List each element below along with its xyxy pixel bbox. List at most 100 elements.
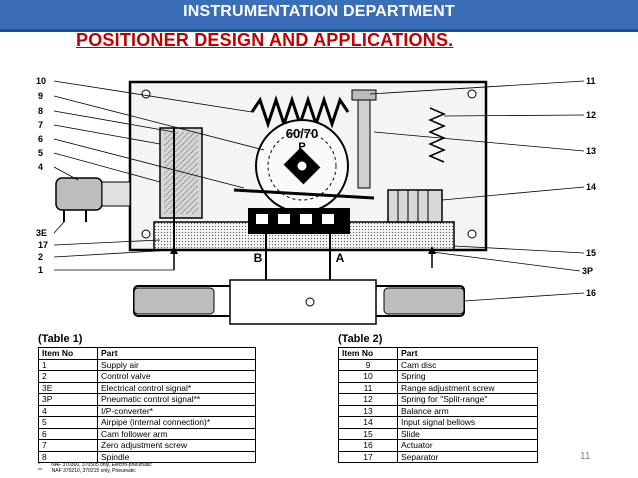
footnote-text: NAF 370300, 370505 only, Electro-pneumat…	[51, 462, 152, 468]
footnote: * NAF 370300, 370505 only, Electro-pneum…	[38, 462, 152, 468]
table1-item: 6	[38, 427, 98, 440]
callout-10: 10	[36, 76, 46, 86]
table1-part: Spindle	[97, 450, 256, 463]
callout-3p: 3P	[582, 266, 593, 276]
cam-disc: 60/70 P	[255, 119, 349, 213]
table1-part: Airpipe (internal connection)*	[97, 416, 256, 429]
table1-header-part: Part	[97, 347, 256, 360]
table1-item: 3E	[38, 381, 98, 394]
table1-header-row: Item No Part	[38, 347, 256, 360]
table2-item: 16	[338, 439, 398, 452]
positioner-diagram: 60/70 P B A	[36, 76, 596, 325]
table2-part: Cam disc	[397, 358, 538, 371]
title-banner: INSTRUMENTATION DEPARTMENT	[0, 0, 638, 32]
callout-9: 9	[38, 91, 43, 101]
table2-part: Balance arm	[397, 404, 538, 417]
dial-range-label: 60/70	[286, 126, 319, 141]
table2-item: 15	[338, 427, 398, 440]
input-bellows	[387, 189, 443, 223]
callout-1: 1	[38, 265, 43, 275]
footnotes: * NAF 370300, 370505 only, Electro-pneum…	[38, 462, 152, 474]
table1-item: 8	[38, 450, 98, 463]
table2-item: 12	[338, 393, 398, 406]
spindle-assembly	[159, 127, 203, 248]
table1-part: Pneumatic control signal**	[97, 393, 256, 406]
callout-3e: 3E	[36, 228, 47, 238]
footnote-mark: **	[38, 468, 42, 474]
table2-part: Separator	[397, 450, 538, 463]
table2-item: 13	[338, 404, 398, 417]
spring-12	[428, 107, 446, 163]
department-title: INSTRUMENTATION DEPARTMENT	[183, 3, 455, 20]
table1-title: (Table 1)	[38, 333, 83, 345]
footnote: ** NAF 370210, 370215 only, Pneumatic	[38, 468, 152, 474]
table1-part: Supply air	[97, 358, 256, 371]
port-b-label: B	[254, 251, 263, 265]
callout-15: 15	[586, 248, 596, 258]
table2-part: Range adjustment screw	[397, 381, 538, 394]
callout-5: 5	[38, 148, 43, 158]
callout-7: 7	[38, 120, 43, 130]
table1-part: Electrical control signal*	[97, 381, 256, 394]
callout-4: 4	[38, 162, 43, 172]
callout-13: 13	[586, 146, 596, 156]
page-number: 11	[580, 451, 591, 462]
callout-12: 12	[586, 110, 596, 120]
table1-item: 5	[38, 416, 98, 429]
callout-2: 2	[38, 252, 43, 262]
table2-part: Spring	[397, 370, 538, 383]
callout-16: 16	[586, 288, 596, 298]
table2-part: Spring for "Split-range"	[397, 393, 538, 406]
table2-title: (Table 2)	[338, 333, 383, 345]
callout-8: 8	[38, 106, 43, 116]
table2-part: Slide	[397, 427, 538, 440]
table1-part: I/P-converter*	[97, 404, 256, 417]
port-a-label: A	[336, 251, 345, 265]
ip-converter	[55, 177, 131, 222]
table2-header-part: Part	[397, 347, 538, 360]
left-callouts: 10 9 8 7 6 5 4 3E 17 2 1	[36, 76, 265, 275]
table2-header-row: Item No Part	[338, 347, 538, 360]
callout-14: 14	[586, 182, 596, 192]
balance-arm	[233, 89, 377, 200]
table1-header-item: Item No	[38, 347, 98, 360]
table1-item: 2	[38, 370, 98, 383]
table2-item: 9	[338, 358, 398, 371]
footnote-text: NAF 370210, 370215 only, Pneumatic	[51, 468, 136, 474]
actuator	[133, 279, 465, 325]
table1-part: Zero adjustment screw	[97, 439, 256, 452]
dial-letter: P	[298, 141, 305, 153]
port-block: B A	[248, 208, 350, 288]
table1-part: Cam follower arm	[97, 427, 256, 440]
table1-part: Control valve	[97, 370, 256, 383]
callout-6: 6	[38, 134, 43, 144]
table2-item: 10	[338, 370, 398, 383]
table2-item: 14	[338, 416, 398, 429]
table2-item: 17	[338, 450, 398, 463]
table1-item: 1	[38, 358, 98, 371]
table1-item: 4	[38, 404, 98, 417]
table2-header-item: Item No	[338, 347, 398, 360]
table1-item: 3P	[38, 393, 98, 406]
table1-item: 7	[38, 439, 98, 452]
right-callouts: 11 12 13 14 15 3P 16	[369, 76, 596, 302]
table2-item: 11	[338, 381, 398, 394]
